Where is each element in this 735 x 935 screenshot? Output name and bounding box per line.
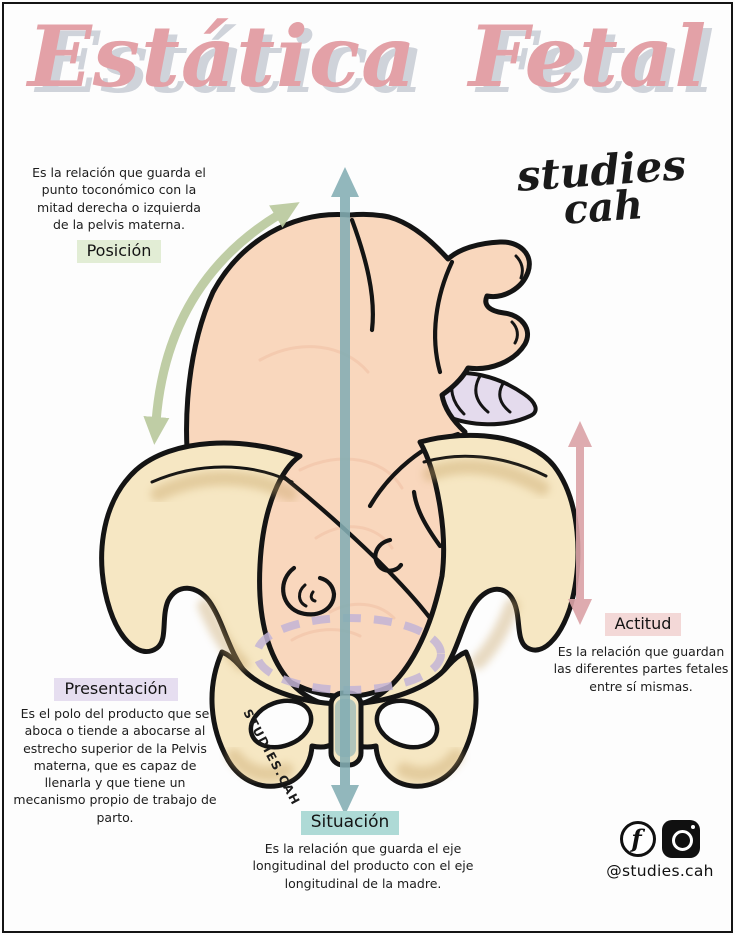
presentacion-label: Presentación [54,678,178,701]
presentacion-label-wrap: Presentación [18,678,214,701]
pelvis-bones [99,432,581,789]
title-word-estatica: Estática [27,7,417,106]
position-curved-arrow [143,202,300,445]
actitud-label-wrap: Actitud [560,613,726,636]
posicion-description: Es la relación que guarda el punto tocon… [32,165,206,232]
brand-script-logo: studies cah [515,140,689,233]
umbilical-cord [431,370,538,427]
title-word-fetal: Fetal [468,7,708,106]
social-handle: @studies.cah [606,862,714,880]
fetus-ear [281,565,337,617]
social-footer: f @studies.cah [592,820,728,880]
fetus-eye [373,537,404,573]
actitud-description: Es la relación que guardan las diferente… [553,644,729,694]
page-title: Estática Fetal [0,2,735,111]
presentacion-description: Es el polo del producto que se aboca o t… [13,706,217,825]
instagram-icon [662,820,700,858]
situacion-description: Es la relación que guarda el eje longitu… [252,841,474,891]
situacion-label-wrap: Situación [265,811,435,836]
posicion-label-wrap: Posición [28,240,210,263]
situacion-label: Situación [300,811,400,836]
annotation-arrows [143,167,592,815]
actitud-label: Actitud [604,613,682,636]
social-icons: f [592,820,728,858]
facebook-icon: f [620,821,656,857]
posicion-label: Posición [76,240,162,263]
